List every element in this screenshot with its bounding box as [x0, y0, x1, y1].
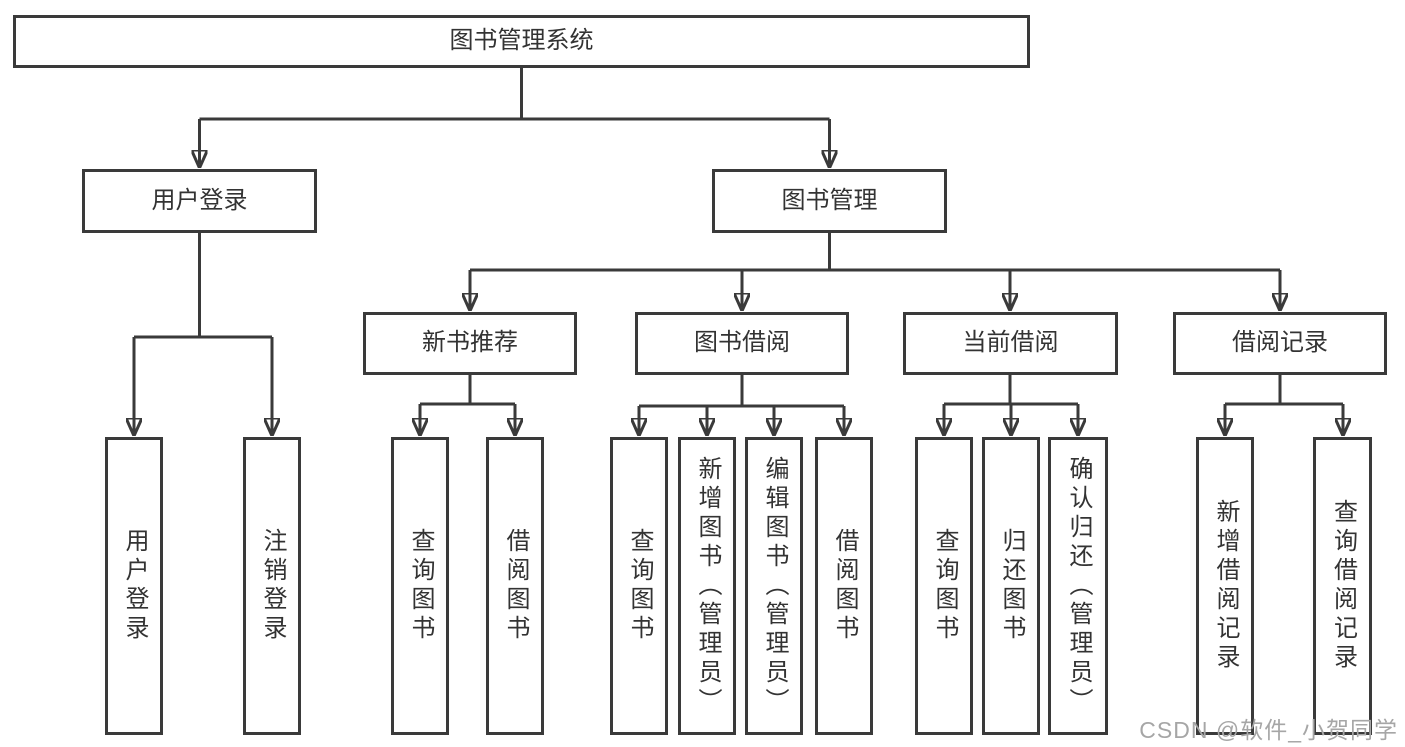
- wire-current-borrow-children: [944, 375, 1078, 432]
- leaf-user-login: 用户登录: [105, 437, 163, 735]
- node-label: 新增借阅记录: [1212, 499, 1239, 673]
- node-label: 归还图书: [998, 528, 1025, 644]
- node-label: 查询图书: [407, 528, 434, 644]
- node-current-borrow: 当前借阅: [903, 312, 1118, 375]
- leaf-query-borrow-record: 查询借阅记录: [1313, 437, 1372, 735]
- node-label: 注销登录: [259, 528, 286, 644]
- node-label: 图书管理: [781, 186, 878, 214]
- node-new-book-recommend: 新书推荐: [363, 312, 577, 375]
- leaf-logout: 注销登录: [243, 437, 301, 735]
- node-label: 当前借阅: [962, 329, 1059, 357]
- leaf-add-borrow-record: 新增借阅记录: [1196, 437, 1254, 735]
- node-label: 图书管理系统: [449, 27, 594, 55]
- node-label: 确认归还（管理员）: [1065, 455, 1092, 717]
- node-label: 查询图书: [931, 528, 958, 644]
- node-label: 借阅图书: [502, 528, 529, 644]
- node-label: 查询借阅记录: [1329, 499, 1357, 673]
- leaf-confirm-return-admin: 确认归还（管理员）: [1048, 437, 1108, 735]
- wire-root-to-level2: [200, 68, 830, 164]
- leaf-edit-books-admin: 编辑图书（管理员）: [745, 437, 803, 735]
- leaf-query-books: 查询图书: [915, 437, 973, 735]
- node-label: 用户登录: [121, 528, 148, 644]
- csdn-watermark: CSDN @软件_小贺同学: [1139, 717, 1398, 743]
- wire-book-mgmt-sections: [470, 233, 1280, 307]
- leaf-return-books: 归还图书: [982, 437, 1040, 735]
- leaf-borrow-books: 借阅图书: [486, 437, 544, 735]
- wire-book-borrow-children: [639, 375, 844, 432]
- wire-user-login-children: [134, 233, 272, 432]
- node-library-management-system: 图书管理系统: [13, 15, 1030, 68]
- wire-new-book-children: [420, 375, 515, 432]
- node-label: 借阅图书: [831, 528, 858, 644]
- node-label: 用户登录: [151, 186, 248, 214]
- leaf-query-books: 查询图书: [391, 437, 449, 735]
- node-user-login: 用户登录: [82, 169, 317, 233]
- node-label: 借阅记录: [1232, 329, 1328, 357]
- node-label: 新增图书（管理员）: [694, 455, 721, 717]
- node-borrow-records: 借阅记录: [1173, 312, 1387, 375]
- node-label: 编辑图书（管理员）: [761, 455, 788, 717]
- node-label: 图书借阅: [694, 329, 790, 357]
- leaf-add-books-admin: 新增图书（管理员）: [678, 437, 736, 735]
- wire-borrow-records-children: [1225, 375, 1343, 432]
- leaf-query-books: 查询图书: [610, 437, 668, 735]
- node-label: 查询图书: [626, 528, 653, 644]
- node-label: 新书推荐: [422, 329, 518, 357]
- node-book-management: 图书管理: [712, 169, 947, 233]
- node-book-borrow: 图书借阅: [635, 312, 849, 375]
- leaf-borrow-books: 借阅图书: [815, 437, 873, 735]
